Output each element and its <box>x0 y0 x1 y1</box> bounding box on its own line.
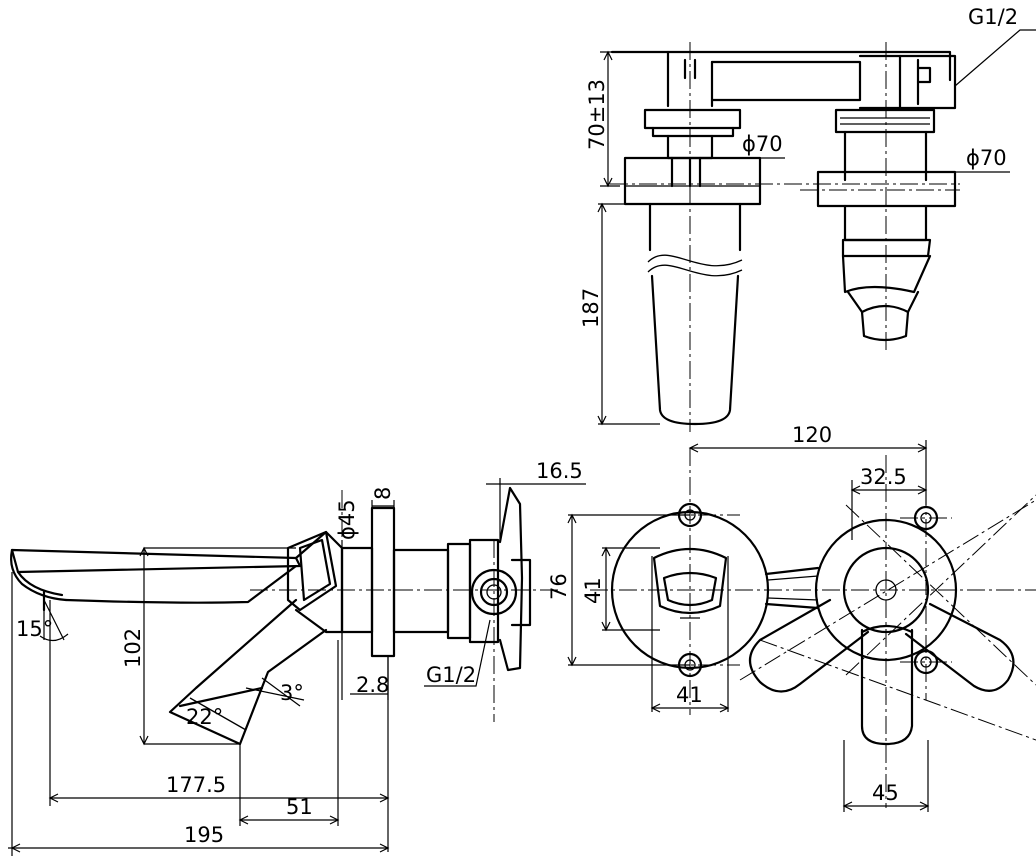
dim-h102: 102 <box>121 628 145 668</box>
dim-angle-3: 3° <box>280 681 304 705</box>
dim-phi45: ϕ45 <box>335 499 359 540</box>
label-g12-side: G1/2 <box>426 663 476 687</box>
dim-w2-8: 2.8 <box>356 673 389 697</box>
dim-w16-5: 16.5 <box>536 459 583 483</box>
dim-w195: 195 <box>184 823 224 847</box>
dim-h70: 70±13 <box>585 79 609 150</box>
side-elevation-view: 16.5 8 ϕ45 2.8 G1/2 102 15° 22° 3° 177.5… <box>8 459 586 856</box>
dim-angle-15: 15° <box>16 617 53 641</box>
dim-angle-22: 22° <box>186 705 223 729</box>
label-g12-top: G1/2 <box>968 5 1018 29</box>
dim-w120: 120 <box>792 423 832 447</box>
dim-w41: 41 <box>676 683 703 707</box>
dim-h187: 187 <box>579 288 603 328</box>
dim-w177-5: 177.5 <box>166 773 226 797</box>
dim-w51: 51 <box>286 795 313 819</box>
dim-w32-5: 32.5 <box>860 465 907 489</box>
dim-phi70-right: ϕ70 <box>966 146 1007 170</box>
plan-view: 120 32.5 76 41 41 45 <box>547 423 1036 812</box>
front-elevation-view: 70±13 187 ϕ70 ϕ70 G1/2 <box>579 5 1036 432</box>
dim-h41: 41 <box>581 577 605 604</box>
dim-h76: 76 <box>547 573 571 600</box>
dim-w8: 8 <box>371 487 395 500</box>
dim-w45: 45 <box>872 781 899 805</box>
dim-phi70-left: ϕ70 <box>742 132 783 156</box>
